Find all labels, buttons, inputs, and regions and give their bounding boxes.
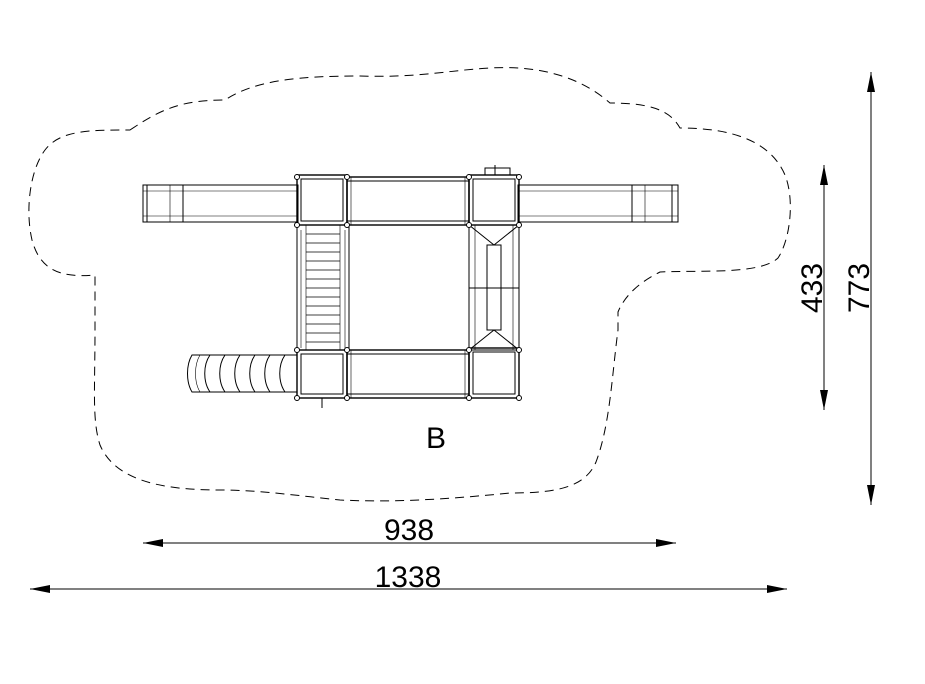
dimension-inner-width: 938 bbox=[143, 514, 676, 547]
tower-bottom-left bbox=[296, 349, 348, 408]
tower-top-left bbox=[296, 174, 348, 226]
outer-depth-value: 773 bbox=[843, 263, 876, 313]
outer-width-value: 1338 bbox=[375, 561, 442, 594]
dimension-inner-depth: 433 bbox=[796, 165, 829, 410]
climbing-ladder bbox=[296, 224, 350, 351]
deck-bottom-center bbox=[346, 349, 470, 399]
inner-depth-value: 433 bbox=[796, 263, 829, 313]
corner-posts bbox=[294, 174, 522, 401]
zone-label: B bbox=[426, 422, 446, 455]
deck-top-center bbox=[346, 176, 470, 226]
inner-width-value: 938 bbox=[384, 514, 434, 547]
dimension-outer-width: 1338 bbox=[30, 561, 787, 594]
safety-zone-outline bbox=[28, 67, 791, 502]
right-climber-frame bbox=[468, 224, 520, 351]
tower-bottom-right bbox=[468, 347, 520, 399]
arch-climber bbox=[187, 354, 297, 393]
tower-top-right bbox=[468, 165, 520, 226]
right-bridge bbox=[517, 184, 679, 223]
dimension-outer-depth: 773 bbox=[843, 72, 876, 505]
left-bridge bbox=[142, 184, 299, 223]
play-structure bbox=[142, 165, 679, 408]
